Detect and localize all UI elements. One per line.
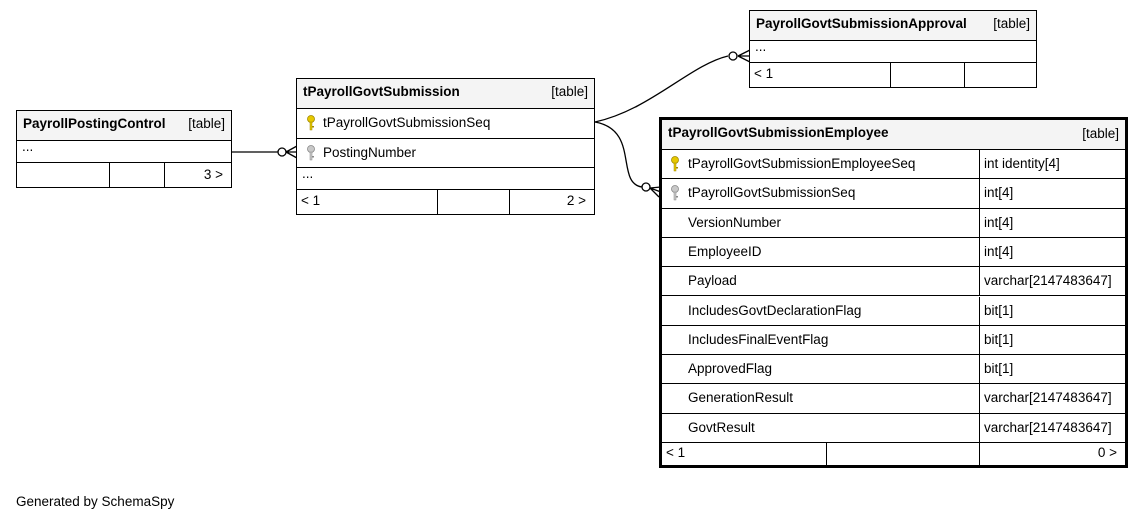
table-name: tPayrollGovtSubmissionEmployee xyxy=(668,125,889,140)
table-type: [table] xyxy=(1082,126,1119,141)
parents-count: < 1 xyxy=(754,66,774,81)
column-row[interactable]: GovtResult varchar[2147483647] xyxy=(662,413,1125,443)
parents-count: < 1 xyxy=(666,445,686,460)
column-name: GenerationResult xyxy=(688,390,794,406)
column-name: VersionNumber xyxy=(688,214,782,230)
column-datatype: bit[1] xyxy=(984,361,1014,377)
table-header: tPayrollGovtSubmissionEmployee [table] xyxy=(662,120,1125,150)
table-header: PayrollGovtSubmissionApproval [table] xyxy=(750,11,1036,41)
column-datatype: varchar[2147483647] xyxy=(984,273,1112,289)
table-header: PayrollPostingControl [table] xyxy=(17,111,231,141)
children-count: 2 > xyxy=(566,193,586,208)
column-name: GovtResult xyxy=(688,419,755,435)
column-name: ApprovedFlag xyxy=(688,361,773,377)
link-crowfoot xyxy=(737,49,751,63)
ellipsis: ... xyxy=(755,39,767,54)
table-name: PayrollPostingControl xyxy=(23,116,166,131)
table-footer: < 1 2 > xyxy=(297,190,594,214)
column-name: tPayrollGovtSubmissionSeq xyxy=(323,115,491,130)
link-optional-marker xyxy=(728,51,738,61)
table-payroll-govt-submission[interactable]: tPayrollGovtSubmission [table] tPayrollG… xyxy=(296,78,595,215)
column-name: PostingNumber xyxy=(323,145,417,160)
link-crowfoot xyxy=(285,145,298,159)
link-submission-approval xyxy=(594,55,729,123)
column-name: tPayrollGovtSubmissionEmployeeSeq xyxy=(688,156,916,171)
column-row[interactable]: Payload varchar[2147483647] xyxy=(662,267,1125,297)
column-name: IncludesGovtDeclarationFlag xyxy=(688,302,862,318)
table-payroll-govt-submission-approval[interactable]: PayrollGovtSubmissionApproval [table] ..… xyxy=(749,10,1037,88)
table-payroll-posting-control[interactable]: PayrollPostingControl [table] ... 3 > xyxy=(16,110,232,188)
ellipsis-row: ... xyxy=(297,166,594,190)
primary-key-icon xyxy=(307,115,315,131)
column-datatype: varchar[2147483647] xyxy=(984,390,1112,406)
column-row[interactable]: PostingNumber xyxy=(297,139,594,168)
table-type: [table] xyxy=(551,84,588,99)
table-footer: < 1 0 > xyxy=(662,442,1125,466)
column-datatype: int identity[4] xyxy=(984,156,1060,171)
column-datatype: bit[1] xyxy=(984,331,1014,347)
column-row[interactable]: IncludesGovtDeclarationFlag bit[1] xyxy=(662,296,1125,326)
table-footer: < 1 xyxy=(750,63,1036,87)
foreign-key-icon xyxy=(307,145,315,161)
column-name: Payload xyxy=(688,273,737,289)
children-count: 0 > xyxy=(1097,445,1117,460)
column-row[interactable]: EmployeeID int[4] xyxy=(662,237,1125,268)
ellipsis: ... xyxy=(302,166,314,181)
column-row[interactable]: VersionNumber int[4] xyxy=(662,208,1125,238)
children-count: 3 > xyxy=(203,167,223,182)
column-row[interactable]: tPayrollGovtSubmissionEmployeeSeq int ide… xyxy=(662,150,1125,180)
column-row[interactable]: IncludesFinalEventFlag bit[1] xyxy=(662,325,1125,356)
column-datatype: varchar[2147483647] xyxy=(984,419,1112,435)
link-optional-marker xyxy=(277,147,287,157)
column-name: EmployeeID xyxy=(688,243,762,259)
column-row[interactable]: GenerationResult varchar[2147483647] xyxy=(662,384,1125,414)
column-row[interactable]: tPayrollGovtSubmissionSeq xyxy=(297,109,594,139)
generated-by-text: Generated by SchemaSpy xyxy=(16,494,175,509)
table-name: tPayrollGovtSubmission xyxy=(303,84,460,99)
foreign-key-icon xyxy=(671,185,679,201)
column-datatype: bit[1] xyxy=(984,302,1014,318)
table-name: PayrollGovtSubmissionApproval xyxy=(756,16,967,31)
table-footer: 3 > xyxy=(17,163,231,187)
link-submission-employee xyxy=(594,121,643,188)
parents-count: < 1 xyxy=(301,193,321,208)
column-name: tPayrollGovtSubmissionSeq xyxy=(688,185,856,201)
table-payroll-govt-submission-employee[interactable]: tPayrollGovtSubmissionEmployee [table] t… xyxy=(659,117,1128,468)
ellipsis-row: ... xyxy=(17,139,231,163)
table-type: [table] xyxy=(993,16,1030,31)
column-datatype: int[4] xyxy=(984,185,1014,201)
table-header: tPayrollGovtSubmission [table] xyxy=(297,79,594,109)
column-datatype: int[4] xyxy=(984,214,1014,230)
ellipsis: ... xyxy=(22,139,34,154)
column-datatype: int[4] xyxy=(984,243,1014,259)
ellipsis-row: ... xyxy=(750,39,1036,63)
primary-key-icon xyxy=(671,156,679,172)
table-type: [table] xyxy=(188,116,225,131)
column-row[interactable]: tPayrollGovtSubmissionSeq int[4] xyxy=(662,179,1125,209)
column-row[interactable]: ApprovedFlag bit[1] xyxy=(662,355,1125,385)
link-optional-marker xyxy=(641,182,651,192)
column-name: IncludesFinalEventFlag xyxy=(688,331,829,347)
